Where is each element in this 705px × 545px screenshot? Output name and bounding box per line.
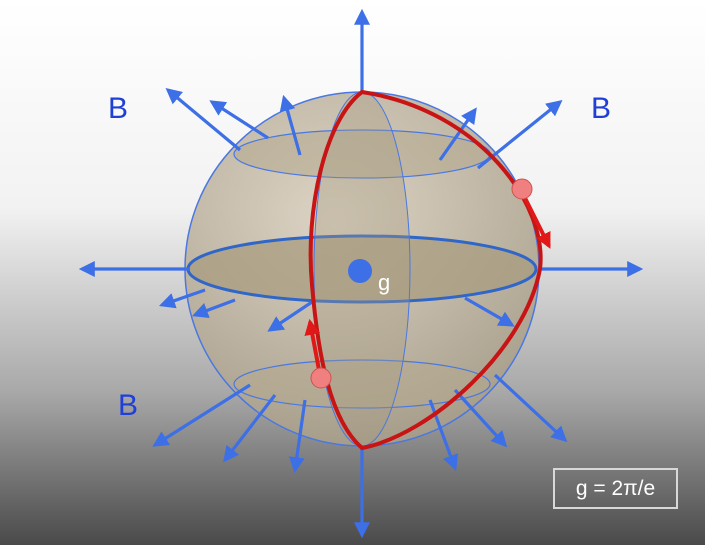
field-label-b: B (591, 92, 611, 125)
monopole-label: g (378, 270, 390, 295)
charged-particle (512, 179, 532, 199)
field-label-b: B (108, 92, 128, 125)
charged-particle (311, 368, 331, 388)
field-label-b: B (118, 389, 138, 422)
monopole (348, 259, 372, 283)
quantization-equation: g = 2π/e (553, 468, 678, 509)
